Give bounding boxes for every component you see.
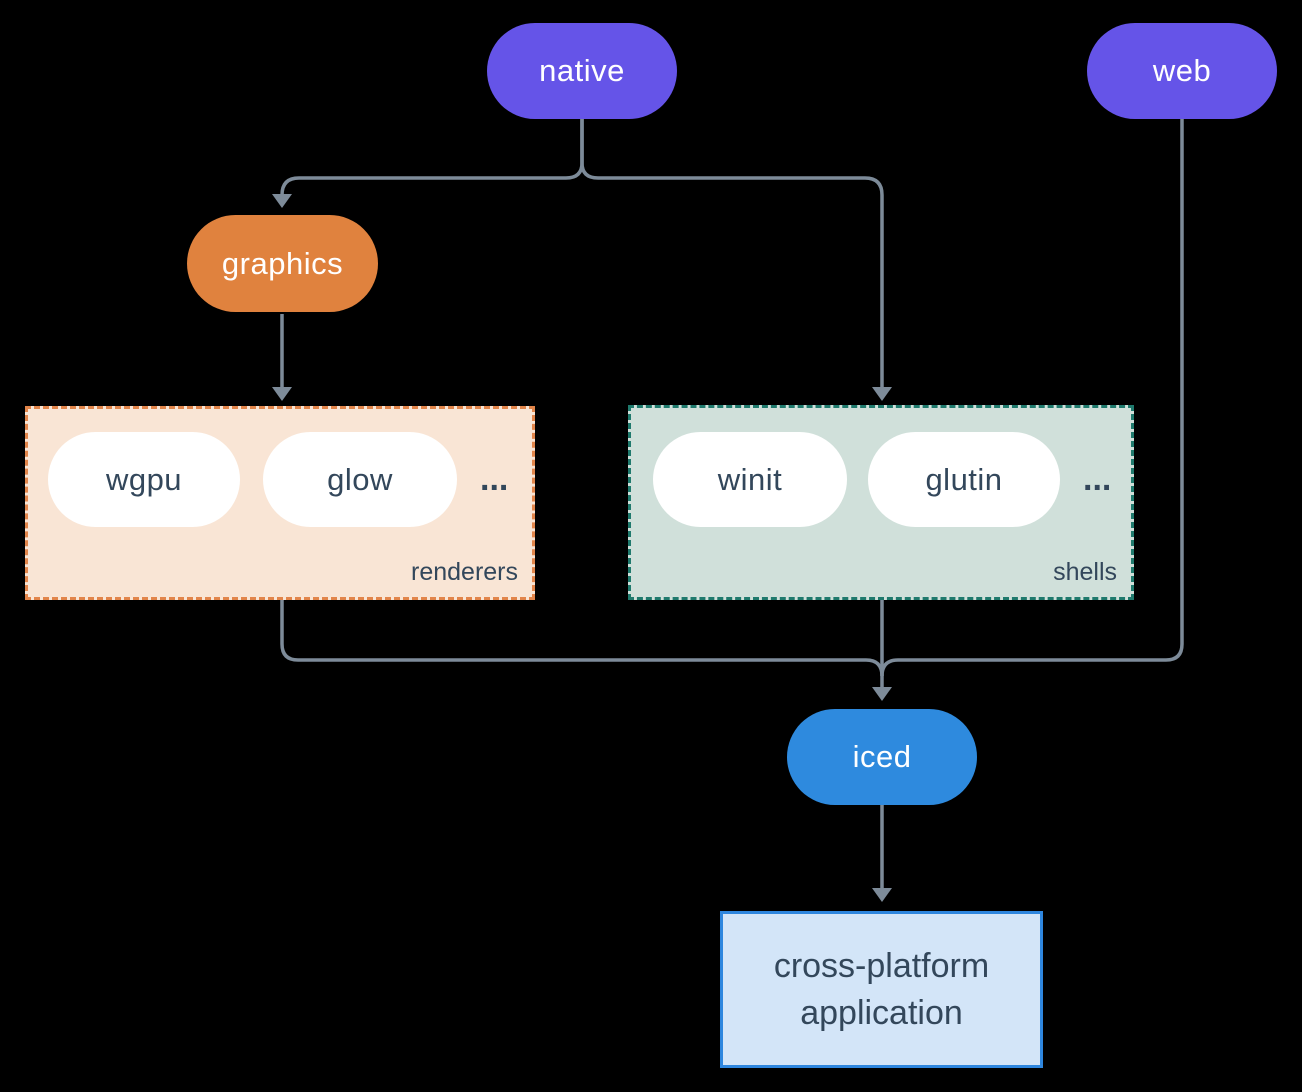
arrowhead-shells bbox=[872, 387, 892, 401]
arrowhead-iced bbox=[872, 687, 892, 701]
node-winit-label: winit bbox=[717, 461, 783, 497]
group-renderers: wgpu glow ... renderers bbox=[25, 406, 535, 600]
node-glutin-label: glutin bbox=[925, 461, 1003, 497]
node-iced-label: iced bbox=[852, 739, 912, 774]
arrowhead-application bbox=[872, 888, 892, 902]
node-glutin: glutin bbox=[868, 432, 1060, 527]
node-web: web bbox=[1087, 23, 1277, 119]
arrowhead-renderers bbox=[272, 387, 292, 401]
group-renderers-label: renderers bbox=[411, 558, 518, 586]
edge-renderers-merge bbox=[280, 600, 884, 677]
node-wgpu-label: wgpu bbox=[105, 461, 183, 497]
group-shells-label: shells bbox=[1053, 558, 1117, 586]
node-iced: iced bbox=[787, 709, 977, 805]
node-graphics: graphics bbox=[187, 215, 378, 312]
node-native-label: native bbox=[539, 53, 625, 88]
node-application: cross-platform application bbox=[720, 911, 1043, 1068]
node-glow-label: glow bbox=[327, 461, 393, 497]
node-winit: winit bbox=[653, 432, 847, 527]
application-label-line2: application bbox=[800, 993, 963, 1032]
edge-native-graphics bbox=[280, 119, 584, 196]
node-glow: glow bbox=[263, 432, 457, 527]
arrowhead-graphics bbox=[272, 194, 292, 208]
shells-ellipsis: ... bbox=[1083, 460, 1112, 498]
application-label-line1: cross-platform bbox=[773, 946, 990, 985]
group-shells: winit glutin ... shells bbox=[628, 405, 1134, 600]
edge-web-merge bbox=[880, 119, 1184, 677]
node-web-label: web bbox=[1152, 53, 1212, 88]
edge-native-shells bbox=[580, 119, 884, 388]
node-native: native bbox=[487, 23, 677, 119]
node-graphics-label: graphics bbox=[221, 245, 344, 281]
node-wgpu: wgpu bbox=[48, 432, 240, 527]
renderers-ellipsis: ... bbox=[480, 460, 509, 498]
